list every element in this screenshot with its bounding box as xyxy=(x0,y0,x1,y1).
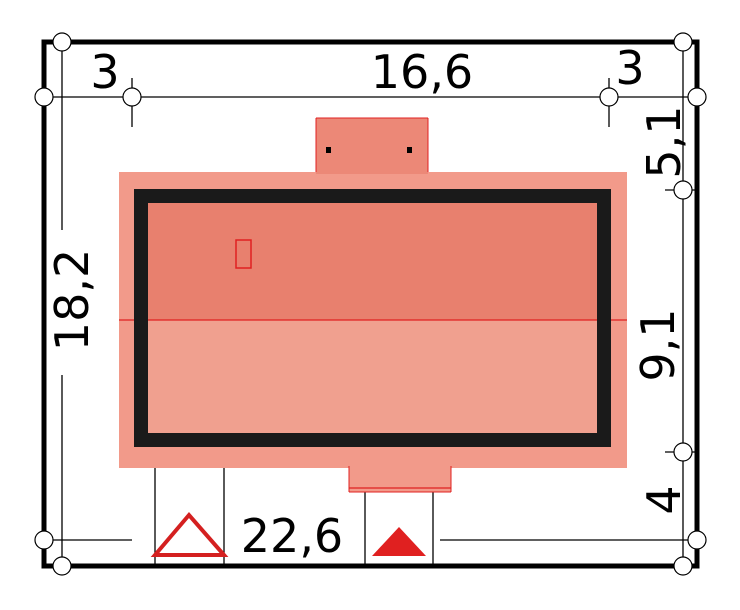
plot-border xyxy=(41,39,700,569)
dim-top-middle: 16,6 xyxy=(371,45,473,99)
dim-right-top: 5,1 xyxy=(637,105,691,178)
rectangle-outline-icon xyxy=(235,239,252,269)
projection-dot-left xyxy=(326,147,331,153)
roof-lower-half xyxy=(141,320,605,440)
dim-left: 18,2 xyxy=(45,249,99,351)
triangle-filled-icon xyxy=(372,527,426,556)
dim-bottom: 22,6 xyxy=(241,509,343,563)
projection-dot-right xyxy=(407,147,412,153)
dim-top-right: 3 xyxy=(615,41,644,95)
dimension-markers xyxy=(34,32,707,576)
building-north-projection xyxy=(316,118,428,174)
dim-right-middle: 9,1 xyxy=(631,308,685,381)
dim-top-left: 3 xyxy=(90,45,119,99)
triangle-outline-icon xyxy=(150,511,229,557)
dim-right-bottom: 4 xyxy=(637,485,691,514)
building-walls xyxy=(134,189,611,447)
roof-upper-half xyxy=(141,200,605,320)
building xyxy=(119,117,627,493)
